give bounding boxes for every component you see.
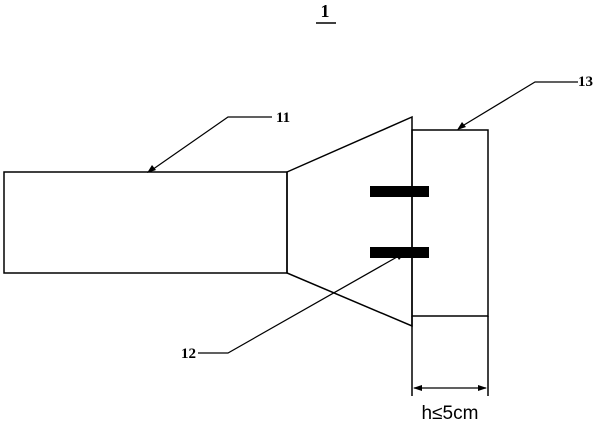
body-rectangle [3,171,288,274]
end-plate [411,129,489,317]
flared-connector [286,115,413,328]
figure-number: 1 [321,1,330,21]
leader-arrow-12 [396,252,406,260]
dimension-arrow-right [478,385,487,391]
leader-arrow-11 [147,165,156,173]
leader-line-12 [198,252,405,354]
label-12: 12 [181,346,196,362]
label-11: 11 [276,110,290,126]
label-13: 13 [578,74,593,90]
lower-slot [370,247,429,258]
leader-line-13 [458,81,578,129]
upper-slot [370,186,429,197]
leader-line-11 [148,116,272,173]
leader-arrow-13 [457,122,466,130]
dimension-arrow-left [413,385,422,391]
dimension-label: h≤5cm [422,403,479,424]
